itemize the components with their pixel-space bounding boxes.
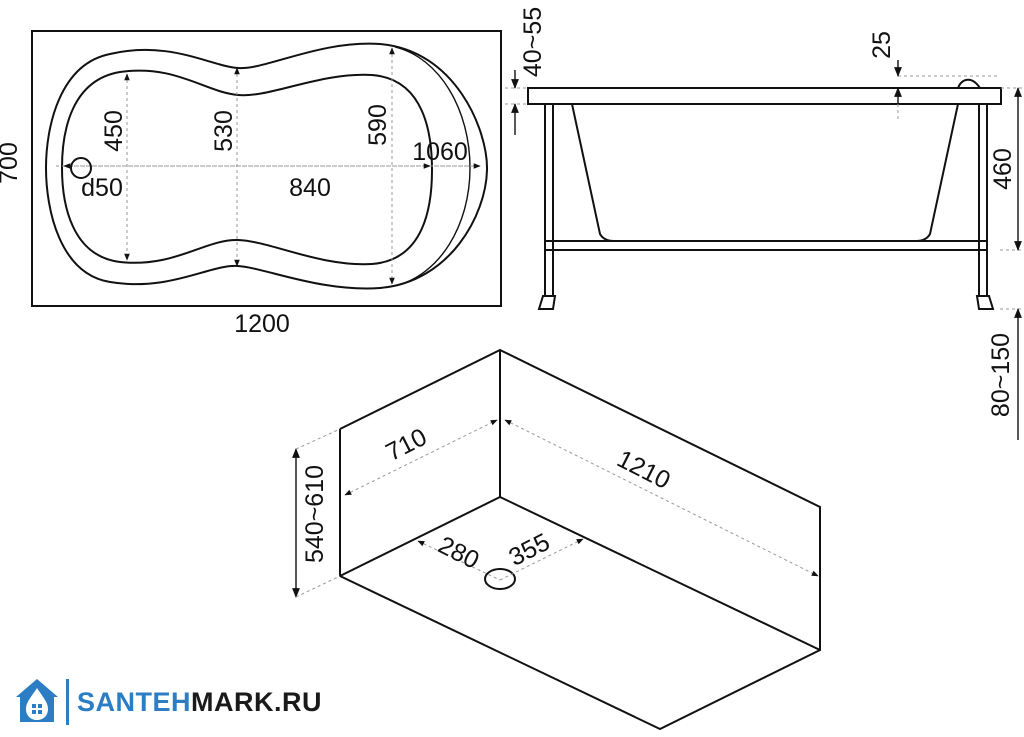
label-840: 840 bbox=[289, 174, 331, 202]
santehmark-logo[interactable]: SANTEH MARK.RU bbox=[12, 676, 322, 728]
label-540-610: 540~610 bbox=[301, 465, 329, 563]
top-view-frame bbox=[31, 30, 502, 307]
logo-text-santeh: SANTEH bbox=[77, 686, 192, 717]
label-460: 460 bbox=[989, 148, 1017, 190]
box-inner-edges bbox=[339, 495, 821, 651]
top-view: 450 530 590 1060 840 d50 1200 700 bbox=[0, 30, 502, 338]
drain-hole-icon bbox=[70, 157, 92, 179]
box-drain-icon bbox=[484, 568, 516, 590]
label-d50: d50 bbox=[81, 174, 123, 202]
tub-outer-lip bbox=[394, 46, 471, 287]
tub-rim bbox=[527, 87, 1002, 105]
label-530: 530 bbox=[210, 110, 238, 152]
tub-inner-basin bbox=[60, 69, 434, 266]
dim-line-1210 bbox=[504, 419, 819, 577]
logo-text-markru: MARK.RU bbox=[191, 686, 323, 717]
label-40-55: 40~55 bbox=[519, 7, 547, 77]
box-view: 710 1210 540~610 280 355 bbox=[292, 348, 821, 731]
label-355: 355 bbox=[504, 528, 554, 572]
side-view: 40~55 25 460 80~150 bbox=[505, 7, 1024, 440]
label-80-150: 80~150 bbox=[987, 333, 1015, 417]
label-1060: 1060 bbox=[412, 138, 468, 166]
logo-separator bbox=[66, 679, 69, 725]
tub-body bbox=[571, 103, 959, 242]
headrest-bump bbox=[957, 78, 981, 89]
label-1210: 1210 bbox=[612, 445, 674, 495]
label-25: 25 bbox=[868, 31, 896, 59]
leg-crossbar bbox=[544, 240, 988, 251]
label-700: 700 bbox=[0, 142, 23, 184]
label-1200: 1200 bbox=[234, 310, 290, 338]
foot-left bbox=[537, 295, 557, 310]
label-280: 280 bbox=[434, 531, 484, 575]
foot-right bbox=[975, 295, 995, 310]
label-710: 710 bbox=[381, 423, 431, 467]
label-590: 590 bbox=[364, 104, 392, 146]
house-drop-icon bbox=[16, 679, 58, 722]
tub-outer-rim bbox=[44, 42, 489, 290]
label-450: 450 bbox=[100, 110, 128, 152]
dim-line-710 bbox=[344, 419, 498, 496]
